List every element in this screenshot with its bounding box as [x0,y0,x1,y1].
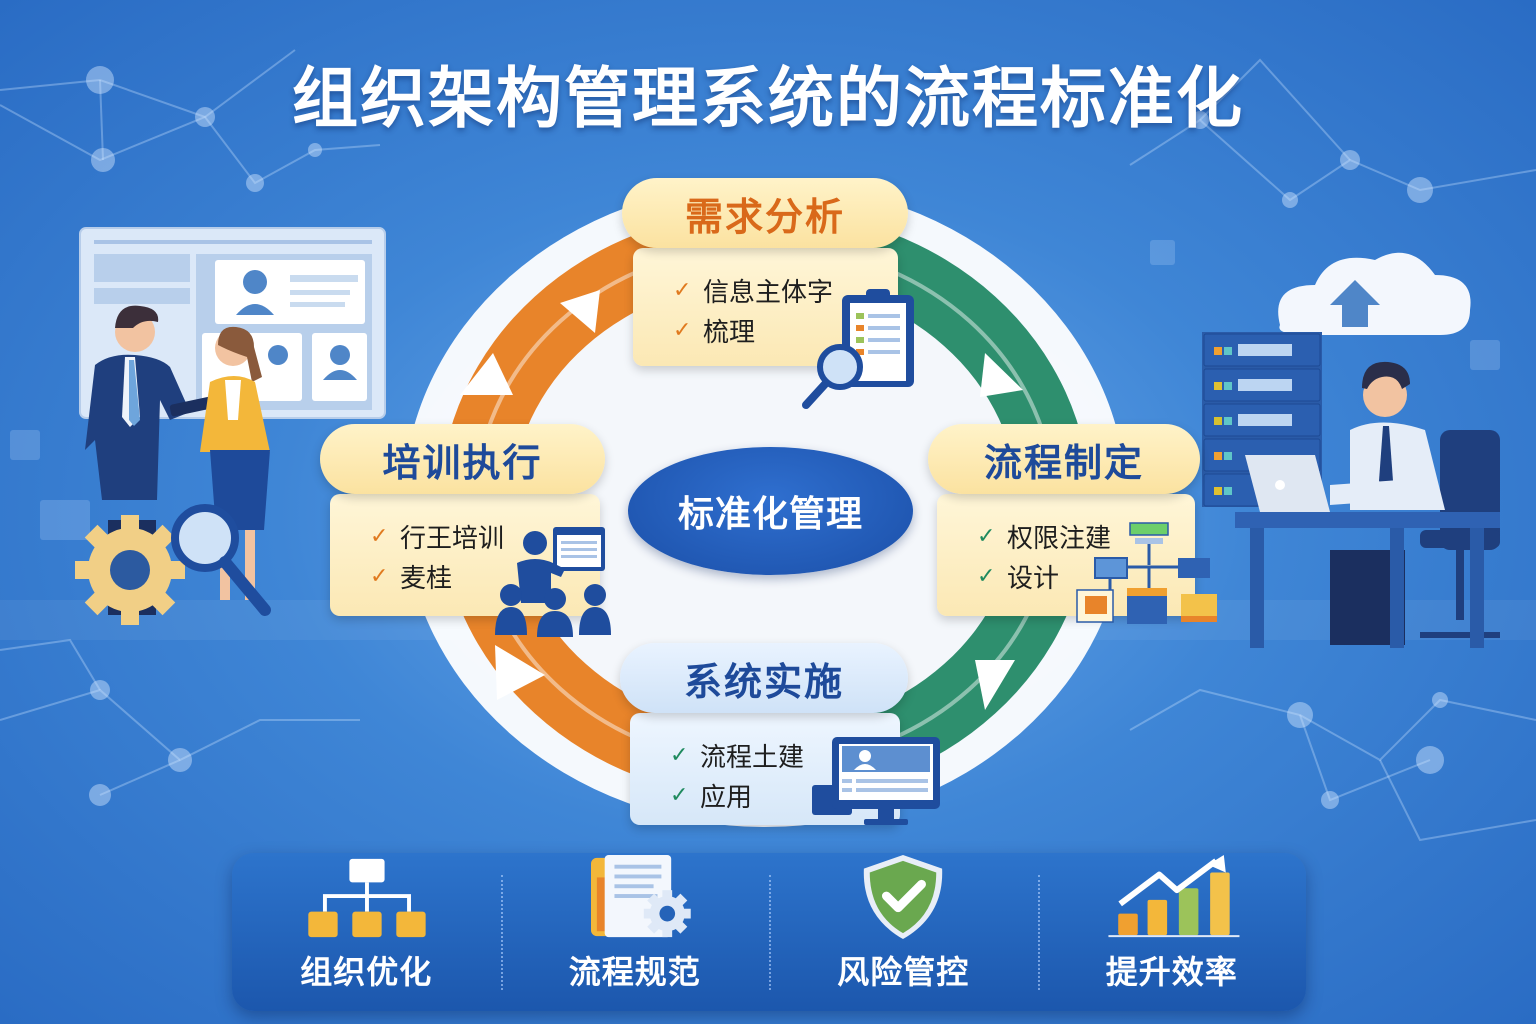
check-icon: ✓ [673,277,692,303]
list-item: ✓ 行王培训 [370,516,600,556]
check-icon: ✓ [673,317,692,343]
feature-process-standard: 流程规范 [500,853,770,1011]
center-label-text: 标准化管理 [677,494,863,535]
stage-title-text: 系统实施 [683,659,844,704]
check-icon: ✓ [670,782,689,808]
green-arc [765,210,1091,800]
feature-org-optimization: 组织优化 [232,853,501,1011]
list-item: ✓ 流程土建 [670,735,900,775]
document-gear-icon [590,854,691,938]
stage-title-bottom: 系统实施 [620,643,908,713]
list-item: ✓ 信息主体字 [673,270,898,310]
list-item: ✓ 权限注建 [977,516,1195,556]
stage-title-text: 培训执行 [382,440,543,485]
item-text: 麦桂 [400,563,453,594]
check-icon: ✓ [977,523,996,549]
center-label-standardized-management: 标准化管理 [628,447,913,575]
list-item: ✓ 梳理 [673,310,898,350]
monitor-profile-icon [812,737,940,825]
orange-arc [439,210,765,800]
server-cloud-worker-illustration [1202,252,1500,648]
page-title: 组织架构管理系统的流程标准化 [292,60,1244,137]
stage-title-text: 需求分析 [684,194,845,239]
item-text: 信息主体字 [703,277,834,308]
feature-label: 提升效率 [1105,953,1238,991]
stage-title-left: 培训执行 [320,424,605,494]
stage-title-text: 流程制定 [983,440,1144,485]
feature-label: 风险管控 [837,953,970,991]
item-text: 行王培训 [400,523,505,554]
arrow-up-left [560,290,600,333]
arrow-right-left-side [495,645,545,700]
feature-label: 流程规范 [568,953,701,991]
arrow-down-right [980,353,1023,397]
stage-title-right: 流程制定 [928,424,1200,494]
check-icon: ✓ [370,523,389,549]
growth-chart-icon [1108,854,1240,938]
check-icon: ✓ [670,742,689,768]
item-text: 应用 [700,782,753,813]
clipboard-magnifier-icon [802,289,914,409]
item-text: 流程土建 [700,742,805,773]
item-text: 梳理 [703,317,756,348]
feature-risk-control: 风险管控 [769,853,1038,1011]
list-item: ✓ 设计 [977,556,1195,596]
org-chart-icon [1076,522,1217,624]
shield-check-icon [864,854,943,940]
item-text: 权限注建 [1007,523,1112,554]
check-icon: ✓ [977,563,996,589]
feature-bar: 组织优化 流程规范 [232,853,1306,1011]
stage-card-right: ✓ 权限注建 ✓ 设计 [937,494,1195,616]
list-item: ✓ 应用 [670,775,900,815]
list-item: ✓ 麦桂 [370,556,600,596]
business-people-dashboard-illustration [75,227,386,625]
hierarchy-icon [308,858,426,938]
presentation-audience-icon [495,527,611,637]
stage-title-top: 需求分析 [622,178,908,248]
item-text: 设计 [1007,563,1060,594]
check-icon: ✓ [370,563,389,589]
feature-label: 组织优化 [300,953,433,991]
feature-efficiency-improvement: 提升效率 [1037,853,1307,1011]
